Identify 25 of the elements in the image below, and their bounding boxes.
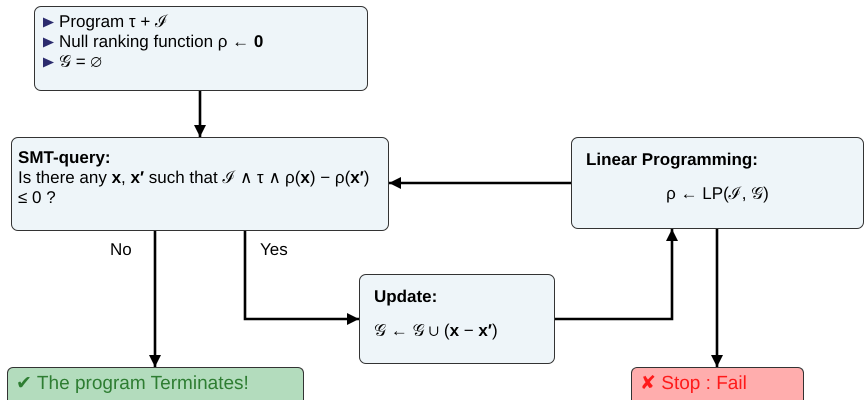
list-item: 𝒢 = ∅ [59,52,102,72]
formula: 𝒢 ← 𝒢 ∪ (x − x′) [374,321,499,341]
list-item: Null ranking function ρ ← 0 [59,32,264,52]
heading: SMT-query: [18,148,112,168]
arrow [244,231,359,325]
arrow [711,229,723,367]
heading: Linear Programming: [586,150,759,170]
result-text: ✔ The program Terminates! [16,374,250,394]
process-box [571,137,864,229]
result-box [631,367,804,400]
start-box [34,6,368,91]
formula: ρ ← LP(ℐ, 𝒢) [665,184,770,204]
edge-label: Yes [260,240,288,260]
arrow [149,231,161,367]
arrow [555,229,678,320]
question-text: Is there any x, x′ such that ℐ ∧ τ ∧ ρ(x) − ρ(x′) ≤ 0 ? [18,168,370,208]
arrow [389,177,571,189]
query-box [11,137,389,231]
result-box [7,367,304,400]
process-box [359,274,555,364]
result-text: ✘ Stop : Fail [640,374,748,394]
edge-label: No [110,240,132,260]
heading: Update: [374,287,438,307]
list-item: Program τ + ℐ [59,12,168,32]
arrow [194,91,206,137]
